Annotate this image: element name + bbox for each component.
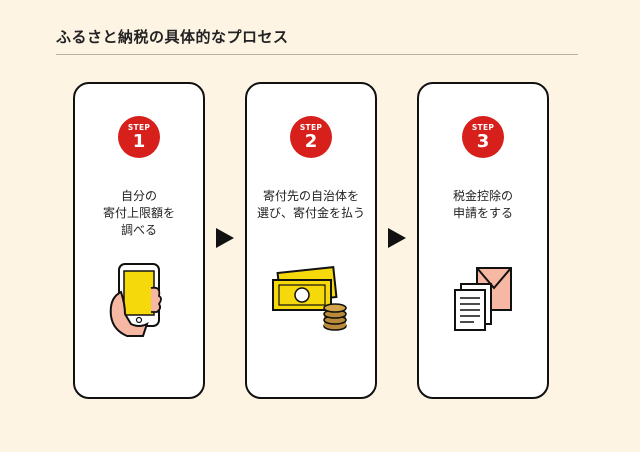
page-title: ふるさと納税の具体的なプロセス — [56, 28, 289, 46]
step-number: 1 — [132, 131, 146, 152]
step-number: 3 — [476, 131, 490, 152]
step-number: 2 — [304, 131, 318, 152]
step-badge-1: STEP 1 — [118, 116, 160, 158]
money-coins-icon — [247, 258, 375, 338]
next-arrow-icon — [388, 228, 406, 248]
step-badge-3: STEP 3 — [462, 116, 504, 158]
step-description: 自分の 寄付上限額を 調べる — [102, 189, 175, 237]
step-card-3: STEP 3 税金控除の 申請をする — [417, 82, 549, 399]
step-badge-2: STEP 2 — [290, 116, 332, 158]
smartphone-hand-icon — [75, 258, 203, 338]
title-divider — [56, 54, 578, 55]
step-description: 税金控除の 申請をする — [452, 189, 513, 220]
step-label: STEP — [127, 123, 151, 132]
next-arrow-icon — [216, 228, 234, 248]
step-label: STEP — [299, 123, 323, 132]
step-label: STEP — [471, 123, 495, 132]
documents-envelope-icon — [419, 258, 547, 338]
step-card-1: STEP 1 自分の 寄付上限額を 調べる — [73, 82, 205, 399]
step-card-2: STEP 2 寄付先の自治体を 選び、寄付金を払う — [245, 82, 377, 399]
step-description: 寄付先の自治体を 選び、寄付金を払う — [256, 189, 365, 220]
